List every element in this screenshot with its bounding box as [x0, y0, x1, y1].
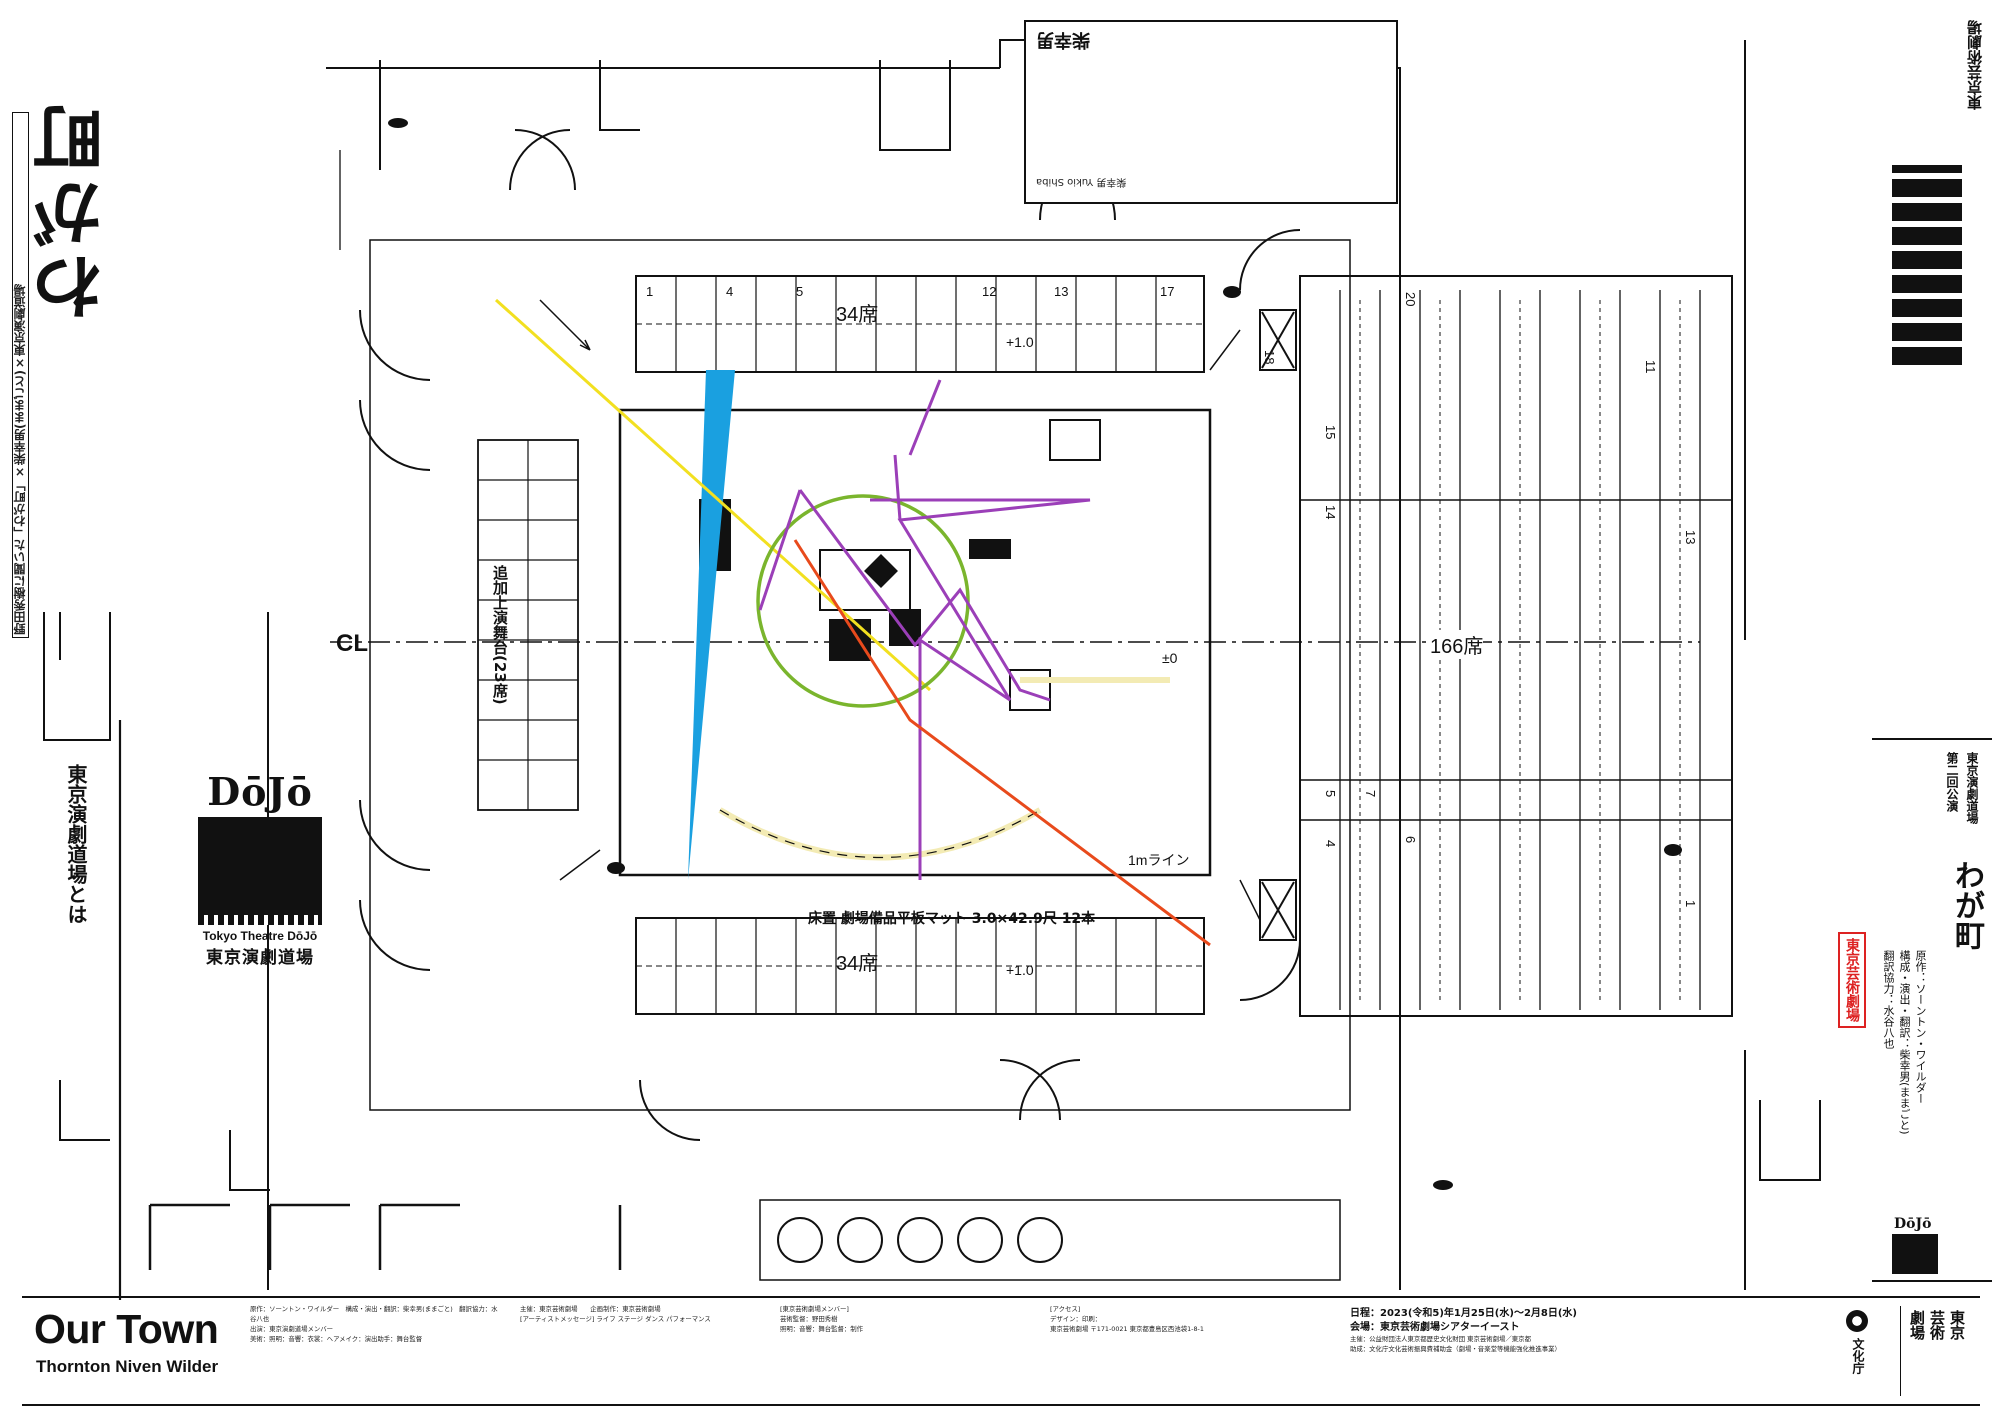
credits-column-2: 主催：東京芸術劇場 企画制作：東京芸術劇場 [アーティストメッセージ] ライフ … — [520, 1305, 711, 1323]
credits-column-1: 原作：ソーントン・ワイルダー 構成・演出・翻訳：柴幸男(ままごと) 翻訳協力：水… — [250, 1305, 498, 1343]
level-plus-bottom: +1.0 — [1006, 962, 1034, 978]
dojo-about-heading: 東京演劇道場とは — [64, 764, 88, 924]
dojo-logo-jp: 東京演劇道場 — [206, 948, 314, 968]
right-big-glyph — [1892, 165, 1962, 365]
col-num-1: 1 — [1683, 900, 1698, 908]
seats-top-label: 34席 — [836, 304, 879, 326]
dojo-logo-word: DōJō — [207, 769, 313, 814]
left-audience-label: 追加上演舞台(23席) — [491, 565, 509, 705]
mat-note: 床置 劇場備品平板マット 3.0×42.9尺 12本 — [808, 911, 1096, 927]
bottom-bar — [22, 1296, 1980, 1406]
one-meter-line: 1mライン — [1128, 852, 1190, 868]
tmt-label-3: 劇場 — [1908, 1310, 1926, 1340]
seats-main-label: 166席 — [1430, 630, 1484, 659]
col-num-6: 6 — [1403, 836, 1418, 844]
shiba-panel: 柴幸男 柴幸男 Yukio Shiba — [1024, 20, 1398, 204]
credits-column-3: [東京芸術劇場メンバー] 芸術監督：野田秀樹 照明：音響：舞台監督：制作 — [780, 1305, 864, 1333]
bunka-logo-icon — [1846, 1310, 1868, 1332]
level-zero: ±0 — [1162, 650, 1178, 666]
right-credits-panel: 東京演劇道場 第二回公演 わが町 原作：ソーントン・ワイルダー 構成・演出・翻訳… — [1872, 738, 1992, 1282]
schedule: 日程：2023(令和5)年1月25日(水)〜2月8日(水) — [1350, 1308, 1578, 1319]
row-num-17: 17 — [1160, 284, 1175, 299]
dojo-logo-block — [198, 817, 322, 925]
right-small-dojo: DōJō — [1894, 1216, 1932, 1232]
right-credit-3: 翻訳協力：水谷八也 — [1882, 950, 1895, 1049]
row-num-5: 5 — [796, 284, 804, 299]
col-num-15: 15 — [1323, 425, 1338, 440]
col-num-14: 14 — [1323, 505, 1338, 520]
tmt-label-2: 芸術 — [1928, 1310, 1946, 1340]
author-en: Thornton Niven Wilder — [36, 1357, 219, 1376]
dojo-logo: DōJō Tokyo Theatre DōJō 東京演劇道場 — [196, 773, 324, 968]
level-plus-top: +1.0 — [1006, 334, 1034, 350]
row-num-13: 13 — [1054, 284, 1069, 299]
col-num-4: 4 — [1323, 840, 1338, 848]
right-title-jp: わが町 — [1949, 860, 1984, 950]
interview-heading: 野田秀樹に聞いた「わが町」×柴幸男(ままごと)×東京演劇道場 — [12, 112, 29, 638]
tmt-logo: 東京 芸術 劇場 — [1900, 1306, 1971, 1396]
col-num-7: 7 — [1363, 790, 1378, 798]
right-company: 東京演劇道場 — [1965, 752, 1979, 824]
right-small-dojo-block — [1892, 1234, 1938, 1274]
row-num-4: 4 — [726, 284, 734, 299]
row-num-1: 1 — [646, 284, 654, 299]
title-en: Our Town — [34, 1306, 219, 1352]
col-num-13: 13 — [1683, 530, 1698, 545]
shiba-en: 柴幸男 Yukio Shiba — [1036, 176, 1127, 187]
theatre-stamp: 東京芸術劇場 — [1838, 932, 1866, 1028]
col-num-20: 20 — [1403, 292, 1418, 307]
venue: 会場：東京芸術劇場シアターイースト — [1350, 1322, 1520, 1333]
col-num-18: 18 — [1262, 350, 1277, 365]
row-num-12: 12 — [982, 284, 997, 299]
bunka-label: 文化庁 — [1851, 1338, 1865, 1374]
seats-bottom-label: 34席 — [836, 953, 879, 975]
right-top-panel: 東京芸術劇場 — [1872, 10, 1992, 730]
col-num-5: 5 — [1323, 790, 1338, 798]
big-vertical-title: わが町 — [32, 100, 114, 322]
sponsor-text: 主催：公益財団法人東京都歴史文化財団 東京芸術劇場／東京都 助成：文化庁文化芸術… — [1350, 1335, 1561, 1353]
right-second-show: 第二回公演 — [1945, 752, 1959, 812]
credits-column-4: [アクセス] デザイン：印刷： 東京芸術劇場 〒171-0021 東京都豊島区西… — [1050, 1305, 1204, 1333]
right-heading: 東京芸術劇場 — [1966, 20, 1984, 110]
centerline-mark: CL — [336, 630, 368, 657]
dojo-logo-en: Tokyo Theatre DōJō — [202, 929, 318, 943]
col-num-11: 11 — [1643, 360, 1658, 374]
interview-panel: わが町 野田秀樹に聞いた「わが町」×柴幸男(ままごと)×東京演劇道場 — [6, 22, 326, 638]
shiba-heading: 柴幸男 — [1036, 29, 1090, 50]
tmt-label-1: 東京 — [1948, 1310, 1966, 1340]
right-credit-2: 構成・演出・翻訳：柴幸男(ままごと) — [1898, 950, 1911, 1135]
right-credit-1: 原作：ソーントン・ワイルダー — [1914, 950, 1927, 1104]
